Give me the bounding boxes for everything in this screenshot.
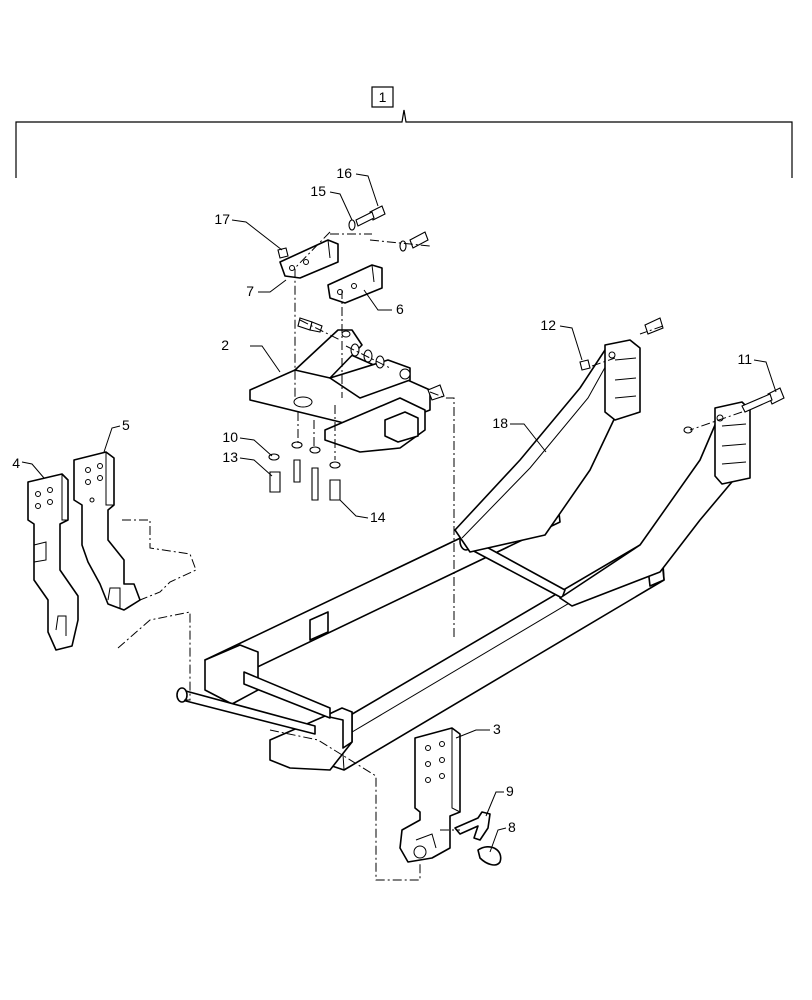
callout-10: 10 xyxy=(222,429,238,445)
hardware-upright-bolt xyxy=(644,317,693,434)
plate-part-6 xyxy=(327,264,383,304)
hardware-plate-6 xyxy=(399,231,429,252)
callout-14: 14 xyxy=(370,509,386,525)
hardware-bracket-right xyxy=(350,343,445,401)
callout-4: 4 xyxy=(12,455,20,471)
callout-11: 11 xyxy=(737,351,752,367)
assembly-label: 1 xyxy=(379,89,387,105)
callout-7: 7 xyxy=(246,283,254,299)
bolt-part-16 xyxy=(355,205,386,227)
callout-17: 17 xyxy=(214,211,230,227)
plate-part-7 xyxy=(279,239,339,279)
callout-3: 3 xyxy=(493,721,501,737)
hardware-bracket-left xyxy=(297,317,323,333)
pin-part-9 xyxy=(454,811,491,841)
hanger-bracket-part-5 xyxy=(73,451,141,611)
main-frame-part-18 xyxy=(176,339,751,771)
hitch-bracket-part-2 xyxy=(249,329,431,453)
callout-12: 12 xyxy=(540,317,556,333)
hardware-small-bolts xyxy=(291,441,321,501)
assembly-bracket xyxy=(15,109,793,178)
washer-part-15 xyxy=(348,219,356,231)
callout-18: 18 xyxy=(492,415,508,431)
callout-6: 6 xyxy=(396,301,404,317)
leader-lines xyxy=(21,173,777,853)
phantom-centerlines xyxy=(117,231,743,881)
clip-part-8 xyxy=(477,846,502,866)
callout-8: 8 xyxy=(508,819,516,835)
callout-16: 16 xyxy=(336,165,352,181)
bolt-part-13 xyxy=(269,471,281,493)
callout-labels: 2 3 4 5 6 7 8 9 10 11 12 13 14 15 16 17 … xyxy=(12,165,752,835)
bolt-part-11 xyxy=(741,387,785,413)
bolt-part-14 xyxy=(329,461,341,501)
callout-5: 5 xyxy=(122,417,130,433)
callout-9: 9 xyxy=(506,783,514,799)
callout-15: 15 xyxy=(310,183,326,199)
hanger-bracket-part-4 xyxy=(27,473,79,651)
callout-13: 13 xyxy=(222,449,238,465)
callout-2: 2 xyxy=(221,337,229,353)
hanger-bracket-part-3 xyxy=(399,727,461,863)
nut-part-17 xyxy=(277,247,289,259)
nut-part-12 xyxy=(579,359,591,371)
assembly-label-box xyxy=(371,86,394,108)
